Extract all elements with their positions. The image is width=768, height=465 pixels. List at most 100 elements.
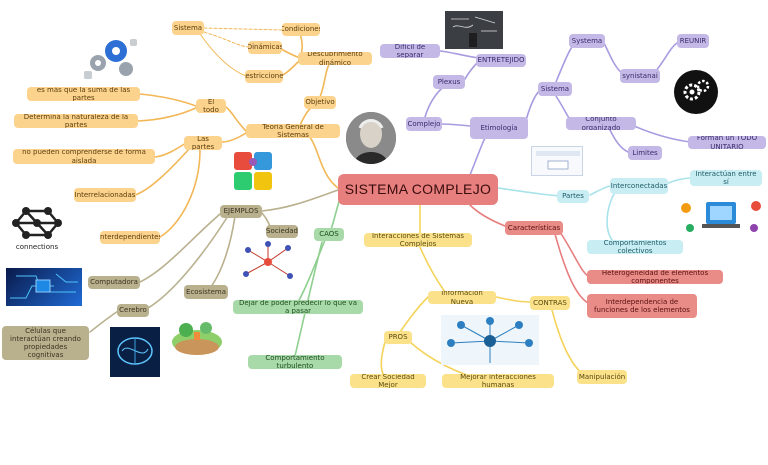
node-mejorar[interactable]: Mejorar interacciones humanas — [442, 374, 554, 388]
puzzle-people-illustration — [230, 148, 276, 194]
ecosystem-illustration — [170, 314, 224, 356]
node-sistema-ety[interactable]: Sistema — [538, 82, 572, 96]
connector-laspartes-interdependientes — [159, 149, 201, 238]
connector-sistema-condiciones — [203, 27, 283, 31]
node-limites[interactable]: Limites — [628, 146, 662, 160]
node-dinamicas[interactable]: Dinámicas — [248, 41, 282, 54]
node-contras[interactable]: CONTRAS — [530, 296, 570, 310]
gear-settings-icon — [674, 70, 718, 114]
connector-etimologia-complejo — [439, 123, 471, 127]
node-objetivo[interactable]: Objetivo — [304, 96, 336, 109]
node-interdependientes[interactable]: Interdependientes — [100, 231, 160, 244]
gears-people-illustration — [78, 35, 140, 81]
node-crear[interactable]: Crear Sociedad Mejor — [350, 374, 426, 388]
node-laspartes[interactable]: Las partes — [184, 136, 222, 150]
node-comportamientos[interactable]: Comportamientos colectivos — [587, 240, 683, 254]
connector-laspartes-aislada — [154, 142, 187, 158]
node-aislada[interactable]: no pueden comprenderse de forma aislada — [13, 149, 155, 164]
node-interactuan[interactable]: Interactúan entre sí — [690, 170, 762, 186]
node-manipulacion[interactable]: Manipulación — [577, 370, 627, 384]
network-connections-icon: connections — [8, 203, 66, 251]
node-computadora[interactable]: Computadora — [88, 276, 140, 289]
connector-conjunto-limites — [609, 129, 629, 153]
node-caracteristicas[interactable]: Características — [505, 221, 563, 235]
node-teoria[interactable]: Teoría General de Sistemas — [246, 124, 340, 138]
connector-caract-heterogeneidad — [559, 231, 589, 277]
connector-laspartes-interrelacionadas — [134, 147, 191, 196]
connector-objetivo-descubrimiento — [319, 62, 331, 98]
node-cerebro[interactable]: Cerebro — [117, 304, 149, 317]
central-topic[interactable]: SISTEMA COMPLEJO — [338, 174, 498, 205]
connector-conjunto-formanun — [633, 125, 691, 143]
connector-eltodo-determina — [137, 107, 197, 122]
tech-devices-illustration — [676, 194, 766, 238]
node-etimologia[interactable]: Etimología — [470, 117, 528, 139]
connector-interconectadas-comportamientos — [606, 191, 616, 241]
node-ecosistema[interactable]: Ecosistema — [184, 285, 228, 299]
connector-interconectadas-interactuan — [665, 177, 693, 185]
connections-caption: connections — [15, 243, 59, 251]
node-turbulento[interactable]: Comportamiento turbulento — [248, 355, 342, 369]
connector-sistema-systema — [555, 42, 576, 83]
node-entretejido[interactable]: ENTRETEJIDO — [476, 54, 526, 67]
chalkboard-photo — [445, 11, 503, 49]
connector-synistanai-reunir — [654, 42, 678, 73]
node-systema[interactable]: Systema — [569, 34, 605, 48]
connector-entretejido-dificil — [439, 50, 479, 59]
node-interacciones[interactable]: Interacciones de Sistemas Complejos — [364, 233, 472, 247]
connector-caos-dejar — [297, 239, 326, 303]
connector-info-pros — [397, 296, 429, 336]
connector-ejemplos-ecosistema — [209, 215, 236, 289]
node-descubrimiento[interactable]: Descubrimiento dinámico — [298, 52, 372, 65]
connector-sistema-restricciones — [199, 33, 247, 77]
connector-contras-manipulacion — [551, 309, 586, 377]
connector-interacciones-info — [419, 246, 446, 293]
connector-central-ejemplos — [261, 189, 339, 212]
node-condiciones[interactable]: Condiciones — [282, 23, 320, 36]
node-partes[interactable]: Partes — [557, 190, 589, 203]
connector-central-caracteristicas — [469, 204, 506, 227]
node-caos[interactable]: CAOS — [314, 228, 344, 241]
node-interrelacionadas[interactable]: Interrelacionadas — [74, 188, 136, 202]
connector-partes-interconectadas — [589, 185, 611, 196]
connector-systema-synistanai — [603, 42, 623, 74]
node-interdependencia[interactable]: Interdependencia de funciones de los ele… — [587, 294, 697, 318]
connector-central-teoria — [299, 130, 339, 189]
information-network-illustration — [441, 315, 539, 365]
brain-image — [110, 327, 160, 377]
node-conjunto[interactable]: Conjunto organizado — [566, 117, 636, 130]
node-interconectadas[interactable]: Interconectadas — [610, 178, 668, 194]
connector-info-contras — [495, 296, 531, 303]
node-celulas[interactable]: Células que interactúan creando propieda… — [2, 326, 89, 360]
connector-desc-dinamicas — [279, 47, 301, 59]
connector-central-caos — [329, 197, 341, 233]
connector-cerebro-celulas — [89, 310, 119, 333]
node-suma[interactable]: es más que la suma de las partes — [27, 87, 140, 101]
node-info[interactable]: Información Nueva — [428, 291, 496, 304]
node-reunir[interactable]: REUNIR — [677, 34, 709, 48]
node-ejemplos[interactable]: EJEMPLOS — [220, 205, 262, 218]
connector-ejemplos-cerebro — [147, 215, 229, 309]
node-pros[interactable]: PROS — [384, 331, 412, 344]
node-determina[interactable]: Determina la naturaleza de la partes — [14, 114, 138, 128]
node-sistema-top[interactable]: Sistema — [172, 21, 204, 35]
node-restricciones[interactable]: Restricciones — [245, 70, 283, 83]
circuit-computer-image — [6, 268, 82, 306]
node-dejar[interactable]: Dejar de poder predecir lo que va a pasa… — [233, 300, 363, 314]
node-sociedad[interactable]: Sociedad — [266, 225, 298, 238]
node-complejo[interactable]: Complejo — [406, 117, 442, 131]
connector-teoria-eltodo — [223, 105, 247, 132]
node-synistanai[interactable]: synistanai — [620, 69, 660, 83]
node-dificil[interactable]: Difícil de separar — [380, 44, 440, 58]
node-plexus[interactable]: Plexus — [433, 75, 465, 89]
connector-eltodo-suma — [139, 93, 197, 107]
philosopher-portrait — [346, 112, 396, 164]
small-diagram-thumbnail — [531, 146, 583, 176]
node-formanun[interactable]: Forman un TODO UNITARIO — [688, 136, 766, 149]
connector-central-partes — [497, 187, 561, 197]
node-heterogeneidad[interactable]: Heterogeneidad de elementos componentes — [587, 270, 723, 284]
connector-teoria-laspartes — [221, 132, 247, 143]
connector-ejemplos-computadora — [139, 213, 221, 283]
node-eltodo[interactable]: El todo — [196, 99, 226, 113]
